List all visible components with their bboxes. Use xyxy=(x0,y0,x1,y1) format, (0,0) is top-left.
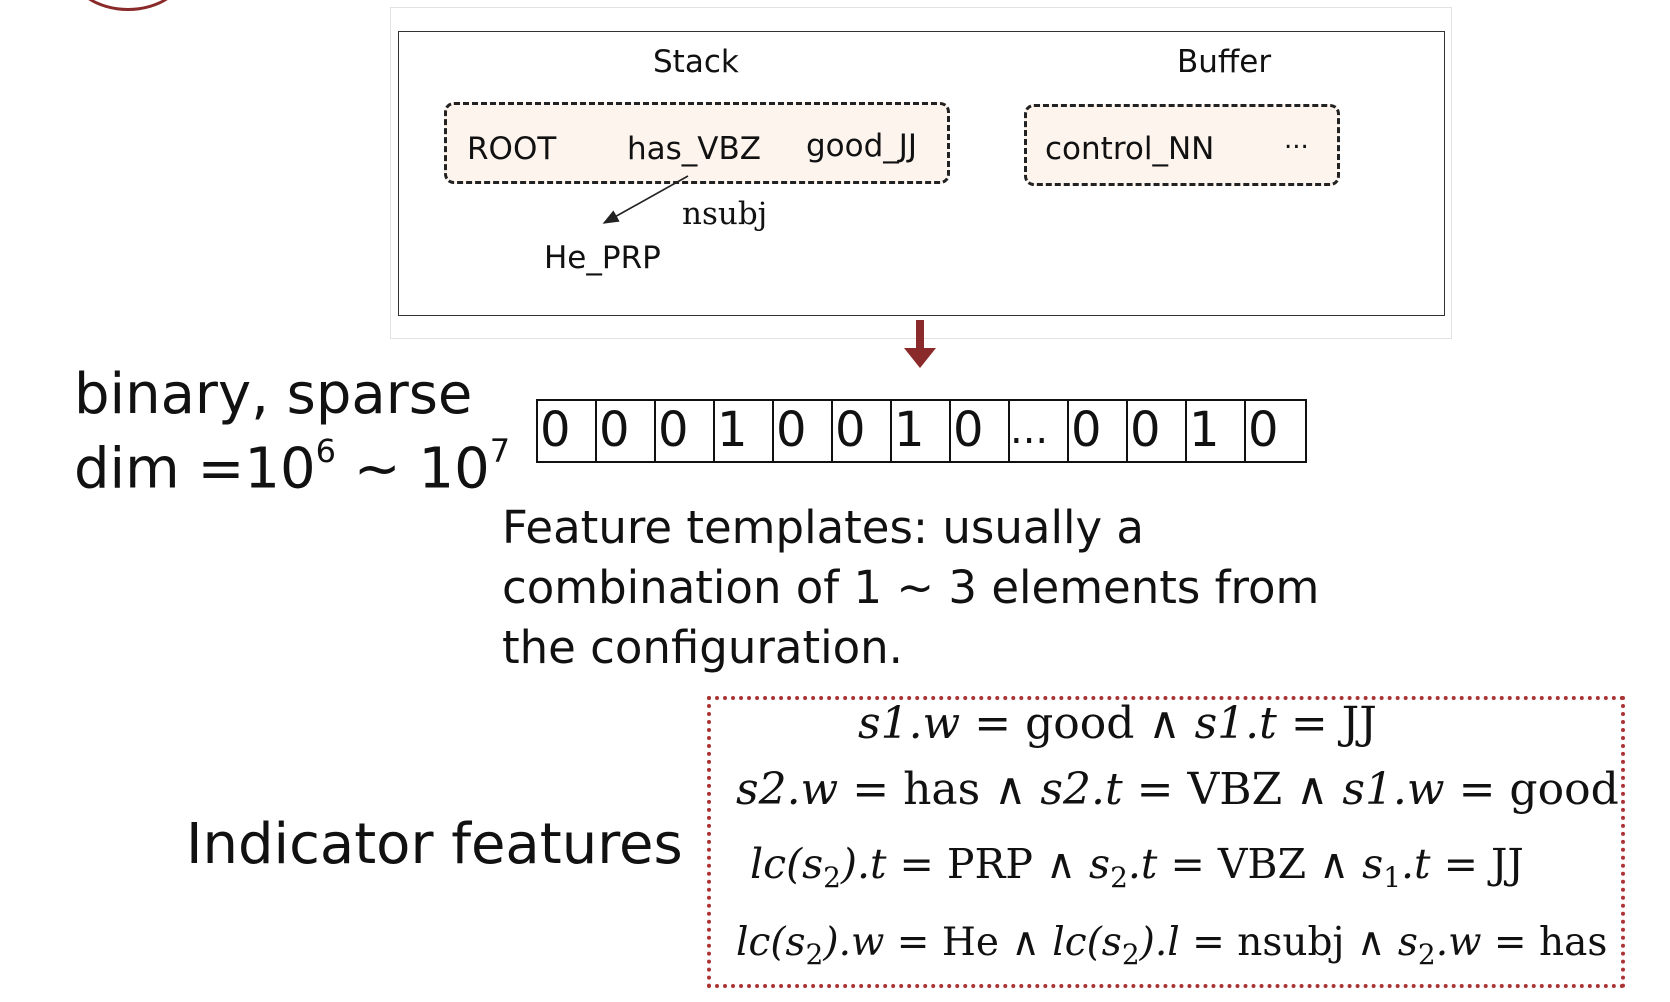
caption-line: combination of 1 ~ 3 elements from xyxy=(502,561,1320,614)
feature-formula-4: lc(s2).w = He ∧ lc(s2).l = nsubj ∧ s2.w … xyxy=(736,920,1608,971)
stack-container xyxy=(444,102,950,184)
feature-templates-caption: Feature templates: usually a combination… xyxy=(502,498,1402,678)
feature-bit-vector: 0 0 0 1 0 0 1 0 ... 0 0 1 0 xyxy=(536,399,1307,463)
bit-cell: 0 xyxy=(1128,401,1187,461)
bit-cell: 1 xyxy=(892,401,951,461)
bit-cell: 0 xyxy=(774,401,833,461)
buffer-container xyxy=(1024,104,1340,186)
dim-text: dim =106 ~ 107 xyxy=(74,432,511,502)
bit-cell: 0 xyxy=(656,401,715,461)
stack-item-root: ROOT xyxy=(467,131,557,167)
binary-sparse-text: binary, sparse xyxy=(74,362,473,427)
feature-formula-2: s2.w = has ∧ s2.t = VBZ ∧ s1.w = good xyxy=(736,764,1619,815)
bit-cell: 0 xyxy=(538,401,597,461)
down-arrow-icon xyxy=(904,320,936,368)
dependent-he-prp: He_PRP xyxy=(544,240,661,276)
bit-cell: 1 xyxy=(715,401,774,461)
arc-label-nsubj: nsubj xyxy=(682,196,768,232)
caption-line: Feature templates: usually a xyxy=(502,501,1144,554)
bit-cell: 0 xyxy=(1248,402,1279,458)
feature-formula-1: s1.w = good ∧ s1.t = JJ xyxy=(858,698,1377,749)
buffer-label: Buffer xyxy=(1177,44,1272,80)
buffer-item-control-nn: control_NN xyxy=(1045,131,1215,167)
feature-formulas-box xyxy=(707,696,1625,988)
indicator-features-label: Indicator features xyxy=(186,812,683,877)
stack-item-good-jj: good_JJ xyxy=(806,128,918,164)
stack-item-has-vbz: has_VBZ xyxy=(627,131,762,167)
bit-cell: 0 xyxy=(833,401,892,461)
bit-cell: 0 xyxy=(951,401,1010,461)
bit-cell: 1 xyxy=(1187,401,1246,461)
buffer-item-ellipsis: ... xyxy=(1284,125,1309,155)
caption-line: the configuration. xyxy=(502,621,903,674)
feature-formula-3: lc(s2).t = PRP ∧ s2.t = VBZ ∧ s1.t = JJ xyxy=(750,840,1524,895)
stack-label: Stack xyxy=(653,44,739,80)
bit-cell-ellipsis: ... xyxy=(1010,401,1069,461)
bit-cell: 0 xyxy=(1069,401,1128,461)
bit-cell: 0 xyxy=(597,401,656,461)
